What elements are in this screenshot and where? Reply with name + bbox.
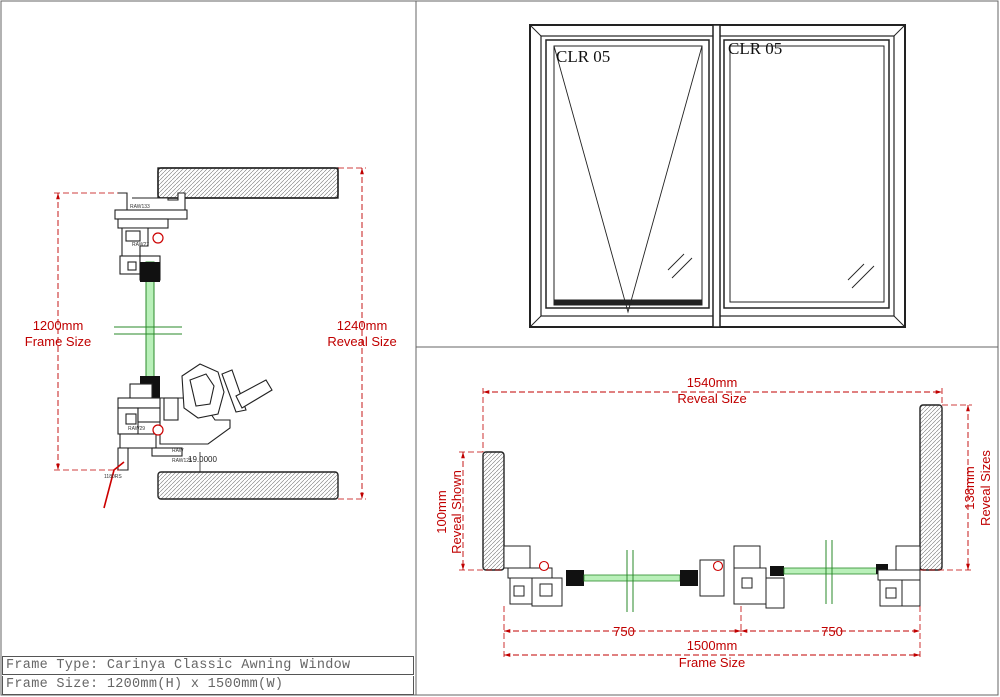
- reveal-height-value: 1240mm: [337, 318, 388, 333]
- reveal-sizes-value: 138mm: [962, 466, 977, 509]
- window-elevation: [529, 24, 906, 328]
- right-jamb-wall: [919, 404, 943, 571]
- sill-wall: [157, 471, 339, 500]
- reveal-sizes-caption: Reveal Sizes: [978, 450, 993, 526]
- head-wall: [157, 167, 339, 199]
- svg-text:RAW125: RAW125: [172, 458, 192, 464]
- awning-opening-indicator: [553, 45, 703, 314]
- frame-height-dimension: [54, 192, 120, 471]
- title-block-frame-type: Frame Type: Carinya Classic Awning Windo…: [2, 656, 414, 675]
- reveal-shown-value: 100mm: [434, 490, 449, 533]
- reveal-width-value: 1540mm: [687, 375, 738, 390]
- reveal-width-caption: Reveal Size: [677, 391, 746, 406]
- frame-width-value: 1500mm: [687, 638, 738, 653]
- frame-width-caption: Frame Size: [679, 655, 745, 670]
- title-block-frame-size: Frame Size: 1200mm(H) x 1500mm(W): [2, 676, 414, 695]
- right-fixed-pane: [723, 39, 890, 309]
- winder-handle: [163, 363, 273, 421]
- svg-text:RAW27: RAW27: [132, 242, 149, 248]
- svg-text:1180RS: 1180RS: [104, 474, 122, 480]
- sill-frame-profile: [117, 383, 231, 471]
- svg-text:RAW: RAW: [172, 448, 184, 454]
- right-pane-label: CLR 05: [728, 39, 782, 58]
- left-awning-sash: [545, 39, 710, 309]
- horizontal-section: [459, 388, 972, 660]
- reveal-height-caption: Reveal Size: [327, 334, 396, 349]
- vertical-section: RAW133 RAW27 RAW29 RAW RAW125: [25, 167, 397, 509]
- svg-text:RAW133: RAW133: [130, 204, 150, 210]
- left-jamb-wall: [482, 451, 505, 571]
- right-panel-width: 750: [821, 624, 843, 639]
- glass-marks: [667, 253, 875, 289]
- offset-dimension: 19.0000: [188, 455, 217, 464]
- left-pane-label: CLR 05: [556, 47, 610, 66]
- frame-height-value: 1200mm: [33, 318, 84, 333]
- reveal-shown-caption: Reveal Shown: [449, 470, 464, 554]
- svg-text:RAW29: RAW29: [128, 426, 145, 432]
- left-panel-width: 750: [613, 624, 635, 639]
- frame-height-caption: Frame Size: [25, 334, 91, 349]
- reveal-height-dimension: [338, 167, 366, 500]
